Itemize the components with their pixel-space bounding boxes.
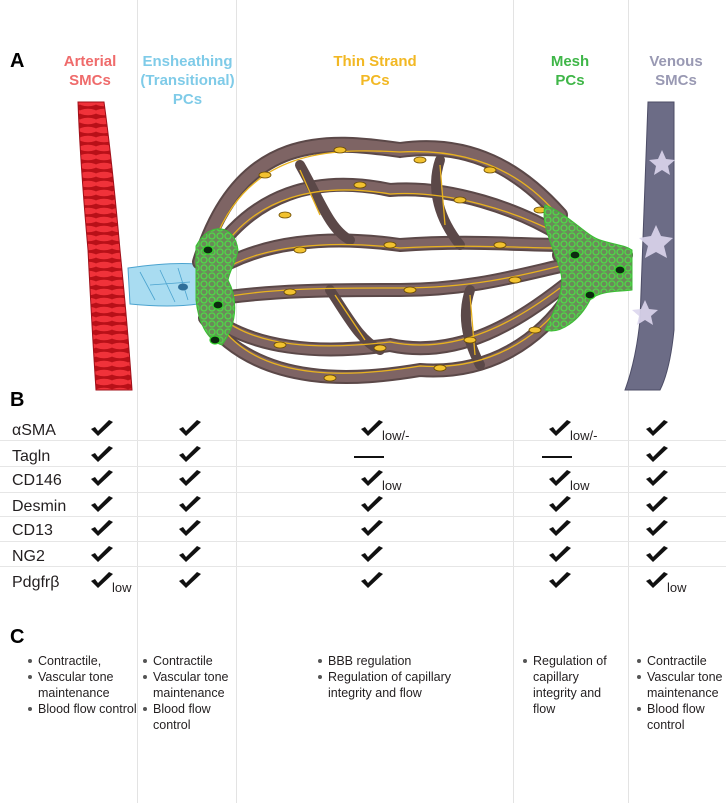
function-item: Vascular tone maintenance (637, 669, 725, 701)
check-icon (361, 520, 383, 536)
marker-label: Tagln (12, 448, 51, 465)
check-icon (91, 446, 113, 462)
mesh-pericyte-right (543, 204, 633, 332)
function-item: Contractile (637, 653, 725, 669)
check-icon (646, 496, 668, 512)
functions-thin-strand-pcs: BBB regulation Regulation of capillary i… (318, 653, 493, 701)
marker-label: NG2 (12, 548, 45, 565)
check-icon (549, 572, 571, 588)
check-icon (91, 496, 113, 512)
marker-label: Pdgfrβ (12, 574, 60, 591)
check-icon (91, 470, 113, 486)
expression-level-label: low (570, 478, 590, 493)
check-icon (361, 420, 383, 436)
check-icon (549, 546, 571, 562)
check-icon (646, 446, 668, 462)
function-item: Blood flow control (143, 701, 235, 733)
functions-ensheathing-pcs: Contractile Vascular tone maintenance Bl… (143, 653, 235, 733)
column-separator (137, 0, 138, 803)
check-icon (549, 520, 571, 536)
expression-level-label: low/- (382, 428, 410, 443)
function-item: Vascular tone maintenance (28, 669, 138, 701)
check-icon (646, 546, 668, 562)
table-row-divider (0, 440, 726, 441)
marker-label: CD13 (12, 522, 53, 539)
table-row-divider (0, 492, 726, 493)
function-item: Vascular tone maintenance (143, 669, 235, 701)
check-icon (549, 470, 571, 486)
table-row-divider (0, 466, 726, 467)
check-icon (179, 446, 201, 462)
function-item: BBB regulation (318, 653, 493, 669)
column-separator (513, 0, 514, 803)
check-icon (179, 420, 201, 436)
expression-level-label: low (112, 580, 132, 595)
check-icon (179, 470, 201, 486)
check-icon (91, 546, 113, 562)
check-icon (361, 546, 383, 562)
column-separator (236, 0, 237, 803)
check-icon (646, 572, 668, 588)
check-icon (179, 572, 201, 588)
panel-a-label: A (10, 50, 25, 72)
expression-level-label: low (382, 478, 402, 493)
check-icon (646, 420, 668, 436)
check-icon (646, 520, 668, 536)
table-row-divider (0, 516, 726, 517)
function-item: Regulation of capillary integrity and fl… (523, 653, 623, 717)
table-row-divider (0, 566, 726, 567)
venous-smc-cells (632, 150, 675, 325)
functions-venous-smcs: Contractile Vascular tone maintenance Bl… (637, 653, 725, 733)
check-icon (361, 496, 383, 512)
panel-c-label: C (10, 626, 25, 648)
function-item: Blood flow control (637, 701, 725, 733)
mesh-pericyte-left (195, 228, 239, 346)
function-item: Contractile (143, 653, 235, 669)
thin-strand-processes (214, 150, 566, 374)
check-icon (361, 470, 383, 486)
check-icon (549, 496, 571, 512)
absent-dash (542, 456, 572, 458)
function-item: Contractile, (28, 653, 138, 669)
absent-dash (354, 456, 384, 458)
panel-b-label: B (10, 389, 25, 411)
check-icon (91, 520, 113, 536)
thin-strand-cell-bodies (258, 146, 547, 382)
ensheathing-pcs-title: Ensheathing(Transitional)PCs (140, 53, 235, 108)
marker-label: CD146 (12, 472, 62, 489)
column-separator (628, 0, 629, 803)
check-icon (646, 470, 668, 486)
expression-level-label: low/- (570, 428, 598, 443)
check-icon (91, 420, 113, 436)
vascular-illustration (77, 101, 675, 391)
expression-level-label: low (667, 580, 687, 595)
check-icon (549, 420, 571, 436)
marker-label: Desmin (12, 498, 67, 515)
check-icon (179, 520, 201, 536)
check-icon (361, 572, 383, 588)
table-row-divider (0, 541, 726, 542)
check-icon (179, 496, 201, 512)
marker-label: αSMA (12, 422, 56, 439)
check-icon (91, 572, 113, 588)
check-icon (179, 546, 201, 562)
artery (77, 101, 133, 391)
function-item: Blood flow control (28, 701, 138, 717)
functions-arterial-smcs: Contractile, Vascular tone maintenance B… (28, 653, 138, 717)
function-item: Regulation of capillary integrity and fl… (318, 669, 493, 701)
functions-mesh-pcs: Regulation of capillary integrity and fl… (523, 653, 623, 717)
